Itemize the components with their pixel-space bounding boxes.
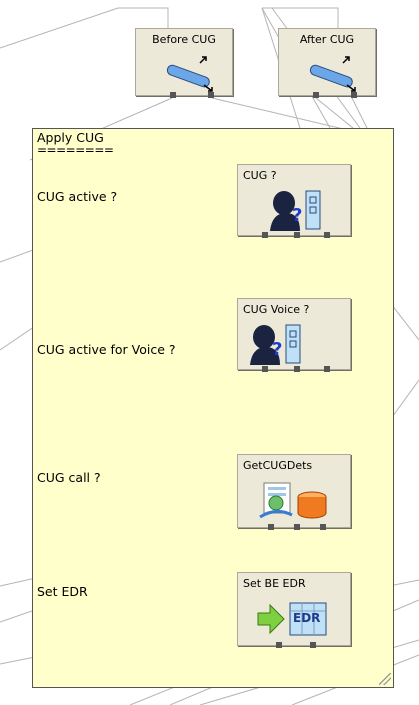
- edr-arrow-icon: [257, 602, 327, 636]
- cug-check-node[interactable]: CUG ? ?: [237, 164, 351, 238]
- svg-text:?: ?: [272, 339, 282, 360]
- set-be-edr-label: Set BE EDR: [243, 577, 306, 590]
- before-cug-label: Before CUG: [152, 33, 216, 46]
- after-cug-node[interactable]: After CUG: [278, 28, 376, 98]
- person-question-icon: ?: [250, 324, 301, 365]
- edr-text: EDR: [293, 611, 321, 625]
- step-label-cug-call: CUG call ?: [37, 470, 101, 485]
- group-title-underline: ========: [37, 143, 114, 157]
- cug-voice-check-node[interactable]: CUG Voice ? ?: [237, 298, 351, 372]
- get-cug-dets-node[interactable]: GetCUGDets: [237, 454, 351, 530]
- set-be-edr-node[interactable]: Set BE EDR EDR: [237, 572, 351, 648]
- pencil-arrow-icon: [309, 56, 356, 92]
- person-question-icon: ?: [270, 190, 321, 231]
- step-label-set-edr: Set EDR: [37, 584, 88, 599]
- cug-check-label: CUG ?: [243, 169, 277, 182]
- step-label-cug-active: CUG active ?: [37, 189, 118, 204]
- svg-text:?: ?: [292, 205, 302, 226]
- cug-voice-check-label: CUG Voice ?: [243, 303, 310, 316]
- after-cug-label: After CUG: [299, 33, 355, 46]
- pencil-arrow-icon: [166, 56, 213, 92]
- get-cug-dets-label: GetCUGDets: [243, 459, 313, 472]
- database-lookup-icon: [259, 482, 327, 519]
- before-cug-node[interactable]: Before CUG: [135, 28, 233, 98]
- resize-grip[interactable]: [379, 673, 391, 685]
- step-label-cug-active-voice: CUG active for Voice ?: [37, 342, 176, 357]
- group-title: Apply CUG: [37, 130, 104, 145]
